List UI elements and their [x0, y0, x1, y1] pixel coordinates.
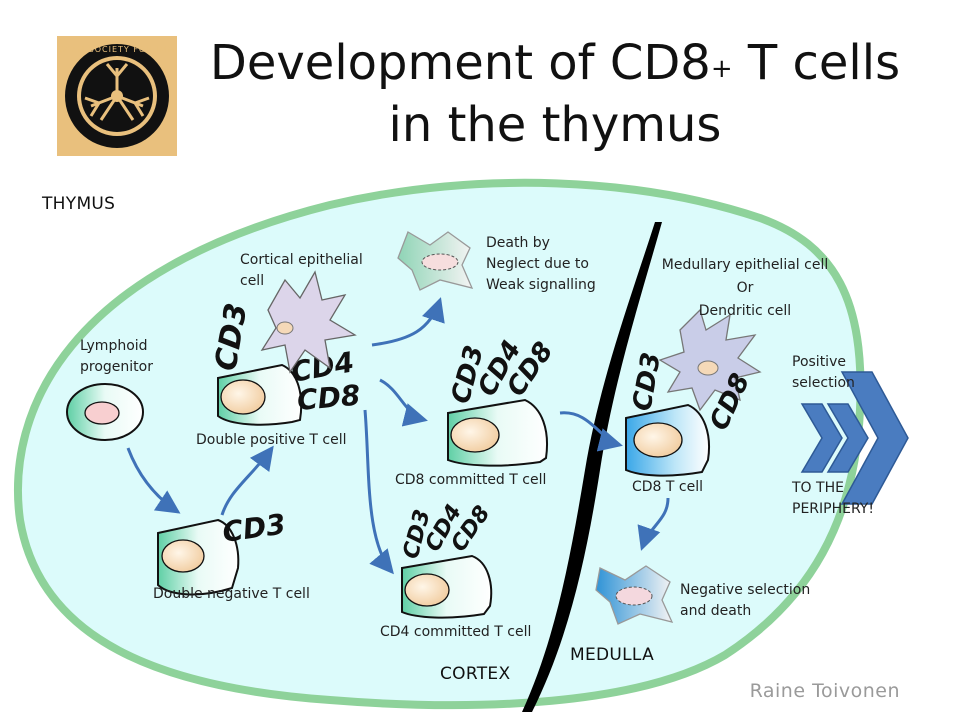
cortical-line1: Cortical epithelial [240, 252, 363, 268]
medulla-label: MEDULLA [570, 645, 655, 665]
cortical-line2: cell [240, 273, 265, 289]
periphery-line2: PERIPHERY! [792, 501, 874, 517]
cd8-committed-cell [447, 398, 548, 467]
death-line3: Weak signalling [486, 277, 596, 293]
cd8-t-cell [625, 403, 710, 477]
negative-line2: and death [680, 603, 752, 619]
arrow-dn-to-dp [220, 445, 274, 516]
negative-selection-label: Negative selection and death [680, 580, 810, 622]
dp-cd8-marker: CD8 [296, 379, 362, 417]
cortical-epithelial-cell [260, 270, 357, 374]
double-negative-label: Double negative T cell [153, 586, 310, 602]
death-line2: Neglect due to [486, 256, 589, 272]
cd8-committed-label: CD8 committed T cell [395, 472, 547, 488]
cortex-label: CORTEX [440, 664, 511, 684]
medullary-epithelial-cell [658, 308, 762, 412]
lymphoid-line1: Lymphoid [80, 338, 148, 354]
cd4-committed-cell [401, 554, 493, 619]
double-positive-label: Double positive T cell [196, 432, 347, 448]
page-title: Development of CD8+ T cells in the thymu… [195, 32, 915, 156]
medullary-line2: Or [736, 280, 754, 296]
positive-selection-chevrons [800, 371, 909, 505]
lymphoid-progenitor-cell [66, 383, 144, 441]
medullary-line1: Medullary epithelial cell [661, 257, 829, 273]
cortical-epithelial-label: Cortical epithelial cell [240, 250, 363, 292]
lymphoid-line2: progenitor [80, 359, 153, 375]
medullary-line3: Dendritic cell [698, 303, 792, 319]
periphery-line1: TO THE [792, 480, 844, 496]
positive-selection-label: Positive selection [792, 352, 855, 394]
society-logo: SCANDINAVIAN SOCIETY FOR IMMUNOLOGY [12, 36, 221, 156]
author-credit: Raine Toivonen [749, 680, 900, 702]
positive-line2: selection [792, 375, 855, 391]
title-sup: + [710, 54, 733, 84]
negative-line1: Negative selection [680, 582, 811, 598]
cd8-t-cell-label: CD8 T cell [632, 479, 704, 495]
arrow-dp-to-cd4c [363, 409, 394, 575]
negative-selection-cell [595, 565, 674, 625]
arrow-dp-to-death [371, 297, 445, 347]
double-negative-cell [157, 518, 240, 596]
lymphoid-progenitor-label: Lymphoid progenitor [80, 336, 153, 378]
death-neglect-label: Death by Neglect due to Weak signalling [486, 233, 596, 296]
periphery-label: TO THE PERIPHERY! [792, 478, 874, 520]
arrow-cd8t-to-negative [637, 497, 670, 551]
thymus-label: THYMUS [42, 194, 116, 214]
death-neglect-cell [397, 231, 474, 291]
logo-ring-text: SCANDINAVIAN SOCIETY FOR IMMUNOLOGY [57, 45, 177, 54]
title-line1-main: Development of CD8 [209, 35, 711, 91]
arrow-progenitor-to-dn [126, 447, 181, 514]
medullary-label: Medullary epithelial cell Or Dendritic c… [650, 254, 840, 323]
double-positive-cell [217, 363, 303, 426]
arrow-cd8c-to-cd8t [559, 411, 623, 452]
arrow-dp-to-cd8c [379, 378, 428, 427]
title-line1-end: T cells [732, 35, 901, 91]
positive-line1: Positive [792, 354, 846, 370]
death-line1: Death by [486, 235, 550, 251]
cortex-medulla-border [522, 222, 662, 712]
cd4-committed-label: CD4 committed T cell [380, 624, 532, 640]
title-line2: in the thymus [388, 97, 722, 153]
